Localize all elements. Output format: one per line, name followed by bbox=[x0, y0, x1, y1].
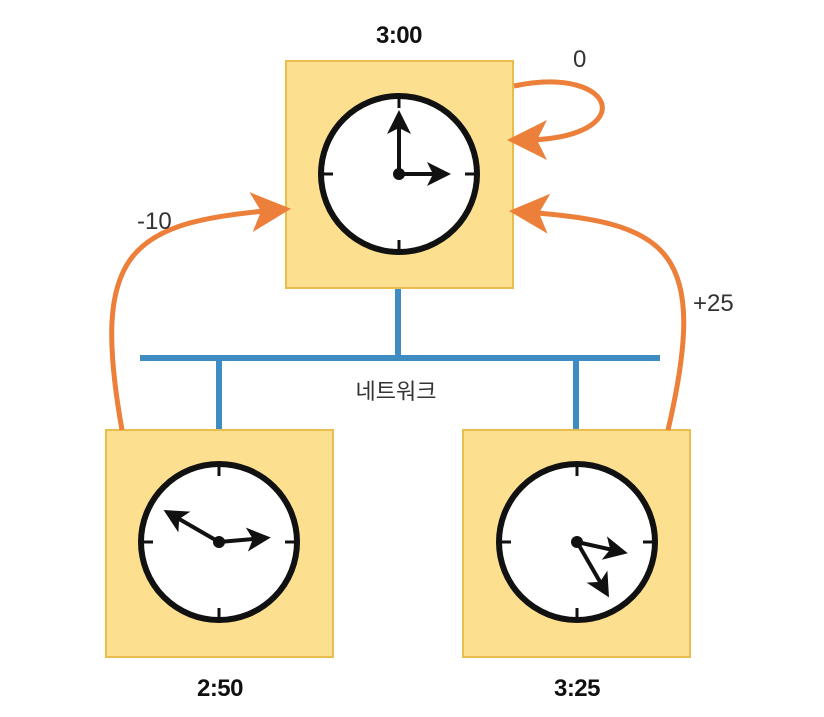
clock-face-server bbox=[318, 93, 480, 255]
offset-arrow-self bbox=[507, 79, 605, 160]
offset-arrow-right bbox=[509, 193, 687, 431]
clock-center bbox=[571, 536, 583, 548]
offset-label-right: +25 bbox=[693, 290, 734, 317]
network-label: 네트워크 bbox=[355, 380, 437, 405]
offset-label-left: -10 bbox=[137, 208, 172, 235]
offset-label-self: 0 bbox=[573, 46, 587, 73]
time-label-right: 3:25 bbox=[553, 675, 601, 702]
clock-face-right bbox=[496, 461, 658, 623]
clock-center bbox=[393, 168, 405, 180]
clock-face-left bbox=[138, 461, 300, 623]
clock-minute-hand bbox=[163, 510, 221, 544]
clock-hour-hand bbox=[217, 527, 271, 552]
time-label-server: 3:00 bbox=[375, 22, 423, 49]
clock-center bbox=[213, 536, 225, 548]
clock-minute-hand bbox=[575, 540, 609, 598]
time-label-left: 2:50 bbox=[196, 675, 244, 702]
offset-arrow-left bbox=[109, 192, 291, 431]
network-bus bbox=[140, 288, 660, 430]
clock-hour-hand bbox=[575, 536, 628, 560]
